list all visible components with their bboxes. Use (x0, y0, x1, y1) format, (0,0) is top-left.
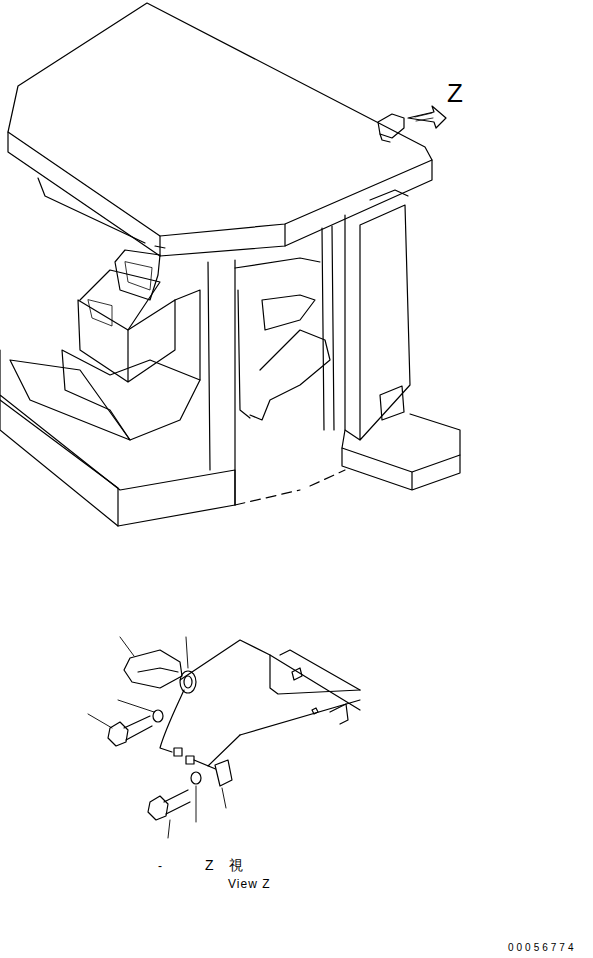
monitor (115, 250, 160, 300)
lamp-base (184, 676, 192, 688)
bolt-head (108, 722, 128, 746)
roof-underside (38, 178, 165, 248)
bracket (215, 760, 232, 786)
seat-back (262, 295, 315, 330)
view-title: View Z (228, 878, 270, 890)
door-opening (235, 258, 320, 418)
floor-edge (235, 470, 345, 505)
roof-plate (180, 640, 360, 735)
roof-underside (370, 190, 408, 200)
lamp-base (180, 671, 196, 693)
view-arrow (408, 106, 446, 128)
dash-mark: - (158, 860, 162, 872)
console (78, 300, 175, 382)
pillar-plate (380, 386, 404, 420)
cab-lower (0, 400, 118, 526)
hole (292, 668, 302, 680)
beacon-lamp (378, 114, 404, 138)
leader-line (88, 637, 226, 838)
pillar-base (342, 414, 460, 472)
bolt-shank (164, 790, 190, 814)
pillar-base (342, 448, 460, 490)
console (175, 290, 200, 380)
roof (8, 3, 432, 236)
view-title-jp: Z 視 (205, 858, 249, 872)
clip (312, 704, 348, 724)
roof-edge (8, 132, 432, 256)
roof-corner (160, 224, 285, 256)
wire (160, 690, 184, 752)
view-letter: Z (447, 80, 463, 106)
beacon-lamp (380, 134, 390, 142)
console (80, 270, 160, 330)
monitor (88, 262, 152, 326)
washer (191, 772, 201, 784)
bolt-shank (124, 716, 152, 740)
bolt-head (148, 796, 168, 820)
pillar (345, 205, 410, 440)
roof-plate (270, 655, 360, 694)
seat (250, 330, 330, 420)
cab-post (208, 226, 334, 505)
lamp (124, 650, 182, 688)
lamp (138, 668, 178, 672)
view-arrow (415, 113, 433, 121)
dash-panel (62, 350, 200, 440)
connector (174, 748, 182, 756)
washer (153, 710, 163, 722)
drawing-number: 00056774 (508, 943, 577, 953)
connector (186, 756, 194, 764)
